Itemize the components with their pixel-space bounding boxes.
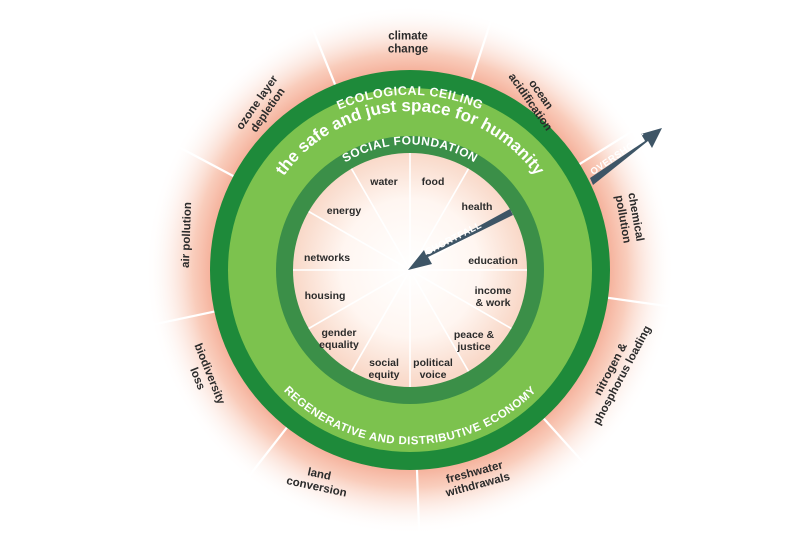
social-dimension-10: energy xyxy=(327,205,362,217)
ecological-divider-7 xyxy=(153,310,215,326)
social-dimension-2: education xyxy=(468,255,518,267)
social-dimension-8: housing xyxy=(305,290,346,302)
social-dimension-11: water xyxy=(369,176,397,188)
social-spoke-7 xyxy=(350,274,408,372)
social-spoke-8 xyxy=(308,272,406,330)
ecological-dividers xyxy=(153,20,670,532)
social-dimension-1: health xyxy=(462,201,493,213)
ecological-dimension-7: air pollution xyxy=(180,202,194,268)
shortfall-arrow-icon xyxy=(408,209,513,270)
social-dimension-labels: food health education income& work peace &ju… xyxy=(304,176,518,381)
social-spoke-5 xyxy=(412,274,470,372)
overshoot-arrow-icon xyxy=(590,128,662,185)
ecological-divider-0 xyxy=(310,26,337,85)
social-dimension-3: income& work xyxy=(475,285,512,309)
social-dimension-4: peace &justice xyxy=(454,329,495,353)
ecological-divider-8 xyxy=(178,146,234,178)
shortfall-center xyxy=(293,153,527,387)
ecological-divider-1 xyxy=(470,20,493,81)
ecological-divider-3 xyxy=(607,296,670,308)
ecological-divider-5 xyxy=(415,469,421,532)
social-spoke-1 xyxy=(412,168,470,266)
social-spoke-10 xyxy=(308,210,406,268)
ecological-divider-4 xyxy=(543,417,587,466)
ecological-divider-6 xyxy=(247,426,288,478)
ecological-divider-2 xyxy=(579,130,633,165)
social-dimension-9: networks xyxy=(304,252,350,264)
social-spoke-11 xyxy=(350,168,408,266)
social-spoke-4 xyxy=(414,272,512,330)
social-dimension-0: food xyxy=(422,176,445,188)
